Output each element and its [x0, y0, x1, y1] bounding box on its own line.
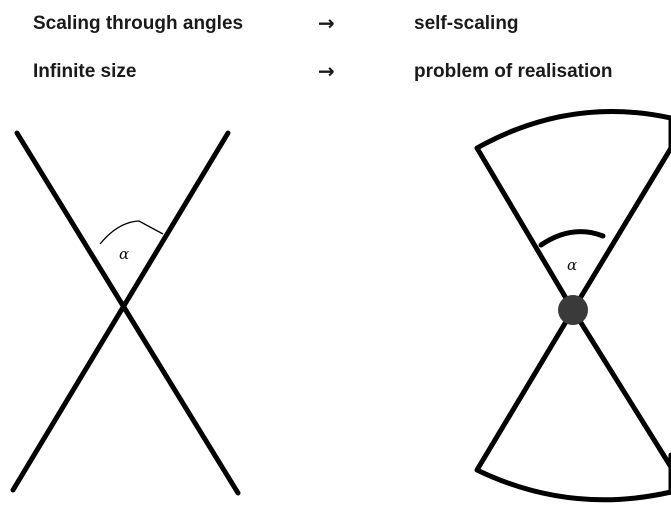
- right-angle-arc: [538, 229, 606, 248]
- left-angle-arc: [99, 220, 164, 245]
- statement-2-arrow: →: [318, 59, 335, 83]
- lower-sector-right-edge: [570, 307, 671, 470]
- finite-bowtie-diagram: α: [474, 109, 671, 503]
- left-line-ascending: [10, 130, 231, 493]
- infinite-bowtie-diagram: α: [10, 130, 241, 496]
- right-alpha-label: α: [567, 256, 577, 274]
- statement-2-left: Infinite size: [33, 61, 137, 82]
- left-line-descending: [14, 130, 241, 496]
- statement-1-left: Scaling through angles: [33, 13, 244, 34]
- statement-1-right: self-scaling: [414, 13, 519, 34]
- statement-2-right: problem of realisation: [414, 61, 613, 82]
- lower-sector-outline: [474, 307, 671, 503]
- feed-point: [558, 295, 588, 325]
- upper-sector-outline: [474, 109, 671, 313]
- left-alpha-label: α: [119, 245, 129, 263]
- statement-1-arrow: →: [318, 11, 335, 35]
- upper-sector-right-edge: [570, 145, 671, 313]
